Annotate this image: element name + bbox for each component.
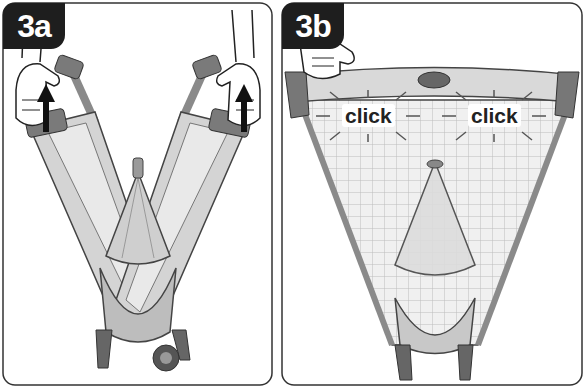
sound-label: click: [342, 104, 395, 127]
hand: [232, 10, 254, 62]
click-burst: [532, 115, 546, 117]
click-burst: [396, 132, 406, 140]
playard-locking: [395, 345, 412, 380]
up-arrow: [37, 84, 55, 102]
playard-locking: [298, 96, 392, 345]
click-burst: [522, 132, 532, 140]
playard-locking: [458, 345, 473, 380]
click-burst: [367, 90, 369, 98]
click-burst: [330, 132, 340, 140]
up-arrow: [241, 100, 247, 132]
playard-locking: [285, 72, 309, 118]
click-burst: [316, 90, 546, 142]
playard-folded: [153, 345, 179, 371]
playard-locking: [418, 72, 450, 88]
up-arrow: [37, 84, 253, 132]
step-badge: 3b: [282, 3, 344, 49]
step-badge: 3a: [3, 3, 65, 49]
hand: [312, 58, 334, 66]
playard-locking: [478, 96, 572, 345]
playard-locking: [285, 68, 579, 381]
panel-frame: [3, 3, 272, 385]
up-arrow: [235, 84, 253, 102]
hand: [217, 64, 260, 126]
click-burst: [493, 90, 495, 98]
click-burst: [330, 92, 340, 100]
sound-label: click: [468, 104, 521, 127]
click-burst: [456, 132, 466, 140]
click-burst: [522, 92, 532, 100]
click-burst: [406, 115, 420, 117]
click-burst: [316, 115, 330, 117]
playard-folded: [133, 158, 143, 178]
playard-folded: [96, 330, 112, 368]
click-burst: [442, 115, 456, 117]
playard-folded: [24, 54, 252, 371]
step-number: 3b: [295, 8, 330, 45]
click-burst: [456, 92, 466, 100]
playard-locking: [427, 160, 443, 168]
click-burst: [396, 92, 406, 100]
playard-folded: [122, 178, 154, 258]
playard-locking: [300, 100, 570, 345]
playard-locking: [395, 162, 475, 275]
click-burst: [367, 134, 369, 142]
hand: [16, 64, 59, 126]
panel-frame: [282, 3, 582, 385]
playard-folded: [160, 352, 172, 364]
step-number: 3a: [17, 8, 51, 45]
playard-locking: [555, 72, 579, 118]
up-arrow: [43, 100, 49, 132]
hand: [217, 10, 260, 126]
playard-folded: [106, 172, 170, 264]
click-burst: [493, 134, 495, 142]
